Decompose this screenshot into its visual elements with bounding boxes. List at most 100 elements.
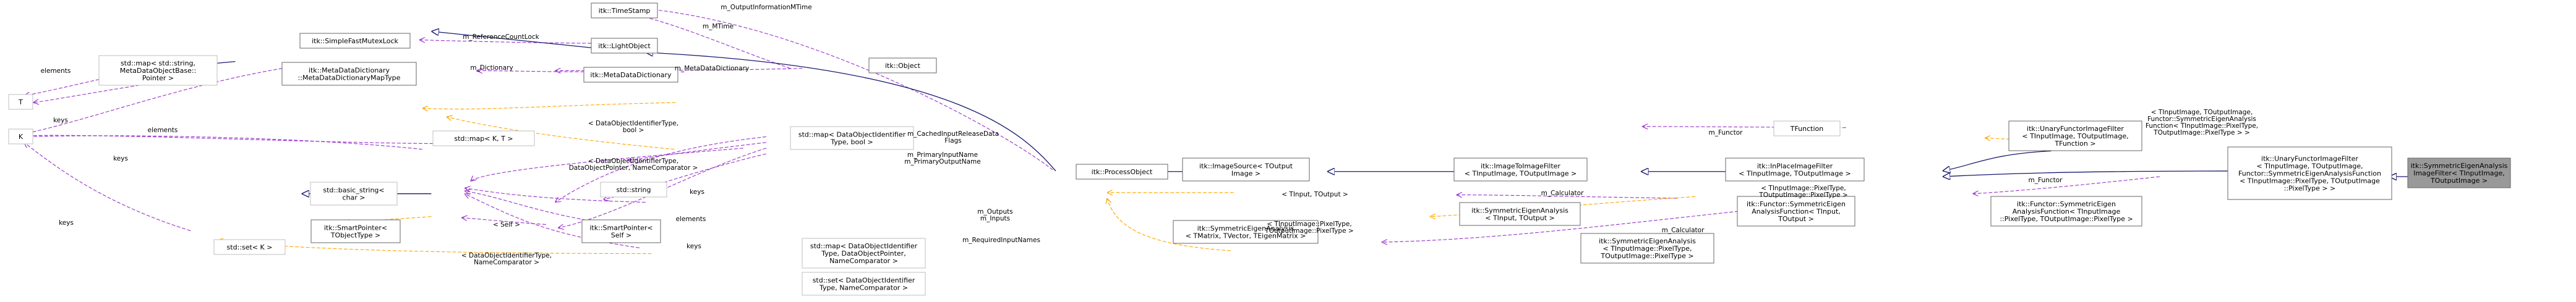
class-node-stdmap_dataobject[interactable]: std::map< DataObjectIdentifierType, Data…	[802, 238, 926, 269]
edge-usage	[555, 69, 803, 71]
class-node-text: itk::LightObject	[598, 42, 651, 50]
edge-usage	[603, 153, 766, 199]
class-node-stdset_K[interactable]: std::set< K >	[213, 239, 286, 255]
class-node-smartpointer[interactable]: itk::SmartPointer<TObjectType >	[310, 219, 401, 243]
edge-usage	[419, 40, 608, 44]
class-node-text: K	[19, 133, 24, 141]
class-node-stdset_dataobject[interactable]: std::set< DataObjectIdentifierType, Name…	[802, 272, 926, 296]
edge-label-m_dictionary: m_Dictionary	[470, 64, 513, 72]
class-node-text: itk::Object	[885, 62, 921, 70]
class-node-imagesource[interactable]: itk::ImageSource< TOutputImage >	[1182, 157, 1310, 182]
class-node-text: NameComparator >	[829, 257, 898, 265]
edge-label-dataobjectidbool: < DataObjectIdentifierType,	[588, 120, 678, 127]
class-node-K[interactable]: K	[8, 128, 33, 145]
edge-label-m_mtime: m_MTime	[703, 23, 734, 30]
edge-usage	[615, 7, 1053, 170]
class-node-text: T	[18, 98, 23, 106]
edge-label-m_calculator1: m_Calculator	[1541, 190, 1584, 197]
edge-usage	[33, 84, 145, 103]
class-node-smartpointer_self[interactable]: itk::SmartPointer<Self >	[581, 219, 661, 243]
class-node-text: itk::TimeStamp	[599, 7, 651, 15]
class-node-text: < TInputImage, TOutputImage >	[1465, 170, 1577, 178]
class-node-processobject[interactable]: itk::ProcessObject	[1076, 164, 1168, 180]
edge-usage	[24, 68, 283, 134]
class-node-text: std::map< DataObjectIdentifier	[810, 242, 918, 250]
class-node-text: itk::Functor::SymmetricEigen	[1747, 200, 1846, 208]
class-node-text: ::PixelType > >	[2284, 185, 2336, 193]
edge-label-template_big: TOutputImage::PixelType > >	[2153, 129, 2250, 136]
class-node-stdstring[interactable]: std::string	[600, 182, 667, 198]
class-node-text: itk::InPlaceImageFilter	[1757, 162, 1833, 170]
class-node-symeig_pixeltype[interactable]: itk::SymmetricEigenAnalysis< TInputImage…	[1580, 233, 1714, 264]
class-node-text: std::string	[616, 186, 651, 194]
edge-label-m_requiredinputnames: m_RequiredInputNames	[962, 237, 1040, 244]
edge-usage	[24, 77, 110, 96]
edge-label-m_cachedinputreleasedataflags: Flags	[944, 137, 962, 145]
class-node-stdmap_bool[interactable]: std::map< DataObjectIdentifierType, bool…	[790, 126, 914, 150]
edge-label-keys3: keys	[59, 219, 74, 227]
class-node-text: AnalysisFunction< TInput,	[1752, 208, 1841, 216]
class-node-unaryfunctor_symeig[interactable]: itk::UnaryFunctorImageFilter< TInputImag…	[2227, 146, 2392, 200]
class-node-functor_symeig[interactable]: itk::Functor::SymmetricEigenAnalysisFunc…	[1737, 196, 1855, 227]
class-node-text: ::MetaDataDictionaryMapType	[298, 74, 401, 82]
edge-usage	[24, 143, 191, 232]
class-node-timestamp[interactable]: itk::TimeStamp	[591, 2, 658, 19]
class-node-text: itk::SmartPointer<	[324, 224, 387, 232]
class-node-lightobject[interactable]: itk::LightObject	[591, 38, 658, 54]
edge-label-dataobjectidpointer: < DataObjectIdentifierType,	[588, 157, 678, 165]
class-node-text: std::map< std::string,	[121, 59, 195, 67]
class-node-symmetriceigenanalysis[interactable]: itk::SymmetricEigenAnalysis< TMatrix, TV…	[1173, 220, 1319, 244]
edge-inheritance	[1943, 150, 2052, 170]
edge-label-tinput_toutput: < TInput, TOutput >	[1282, 191, 1348, 198]
class-node-text: MetaDataObjectBase::	[120, 67, 197, 75]
class-node-text: itk::ImageSource< TOutput	[1199, 162, 1293, 170]
class-node-basic_string[interactable]: std::basic_string<char >	[310, 182, 398, 206]
class-node-metadatadictionarymaptype[interactable]: itk::MetaDataDictionary::MetaDataDiction…	[281, 62, 417, 86]
edge-label-m_functor2: m_Functor	[2029, 177, 2063, 184]
class-node-T[interactable]: T	[8, 94, 33, 110]
edge-usage	[1973, 176, 2160, 194]
edge-label-template_big: Functor::SymmetricEigenAnalysis	[2147, 115, 2256, 123]
class-node-text: TFunction >	[2054, 140, 2095, 148]
edge-usage	[471, 148, 743, 182]
class-node-text: ImageFilter< TInputImage,	[2413, 169, 2505, 177]
edge-template	[447, 117, 675, 150]
class-node-inplaceimagefilter[interactable]: itk::InPlaceImageFilter< TInputImage, TO…	[1725, 157, 1865, 182]
edge-template	[1107, 198, 1231, 251]
edge-usage	[477, 70, 584, 72]
edge-label-tinputimage_pixeltype2: < TInputImage::PixelType,	[1761, 185, 1846, 192]
edge-usage	[1642, 127, 1846, 128]
edge-template	[422, 102, 676, 109]
edge-label-m_referencecountlock: m_ReferenceCountLock	[463, 33, 539, 41]
class-node-tfunction[interactable]: TFunction	[1773, 120, 1841, 136]
class-node-unaryfunctor[interactable]: itk::UnaryFunctorImageFilter< TInputImag…	[2008, 120, 2142, 151]
class-node-itkobject[interactable]: itk::Object	[868, 57, 937, 73]
edge-label-template_big: < TInputImage, TOutputImage,	[2151, 109, 2253, 116]
edge-usage	[464, 188, 646, 203]
edge-label-elements3: elements	[676, 216, 706, 223]
class-node-text: Self >	[611, 232, 631, 240]
class-node-imagetoimagefilter[interactable]: itk::ImageToImageFilter< TInputImage, TO…	[1453, 157, 1588, 182]
class-node-simplefastmutexlock[interactable]: itk::SimpleFastMutexLock	[299, 33, 411, 49]
class-node-text: itk::Functor::SymmetricEigen	[2017, 200, 2116, 208]
edge-usage	[461, 217, 546, 225]
edge-label-elements2: elements	[148, 127, 178, 134]
class-node-text: < TInput, TOutput >	[1485, 214, 1555, 222]
class-node-text: AnalysisFunction< TInputImage	[2013, 208, 2121, 216]
class-node-metadatadictionary[interactable]: itk::MetaDataDictionary	[583, 67, 678, 83]
class-node-stdmap_KT[interactable]: std::map< K, T >	[432, 130, 535, 146]
class-node-text: < TMatrix, TVector, TEigenMatrix >	[1186, 232, 1306, 240]
edge-usage	[24, 136, 422, 150]
class-node-text: std::basic_string<	[323, 187, 384, 195]
class-node-text: std::set< DataObjectIdentifier	[813, 277, 915, 285]
class-node-text: Type, bool >	[830, 138, 873, 146]
edge-label-m_functor1: m_Functor	[1709, 129, 1744, 136]
edge-usage	[24, 135, 434, 145]
class-node-functor_symeig_pixel[interactable]: itk::Functor::SymmetricEigenAnalysisFunc…	[1990, 196, 2142, 227]
edge-label-keys1: keys	[53, 117, 68, 124]
edge-label-tinputimage_pixeltype: TOutputImage::PixelType >	[1264, 227, 1353, 235]
class-node-text: Functor::SymmetricEigenAnalysisFunction	[2238, 170, 2381, 178]
class-node-symeig_tinput[interactable]: itk::SymmetricEigenAnalysis< TInput, TOu…	[1459, 202, 1581, 226]
class-node-stdmap_string_meta[interactable]: std::map< std::string,MetaDataObjectBase…	[98, 55, 218, 86]
edge-label-m_calculator2: m_Calculator	[1662, 227, 1705, 234]
